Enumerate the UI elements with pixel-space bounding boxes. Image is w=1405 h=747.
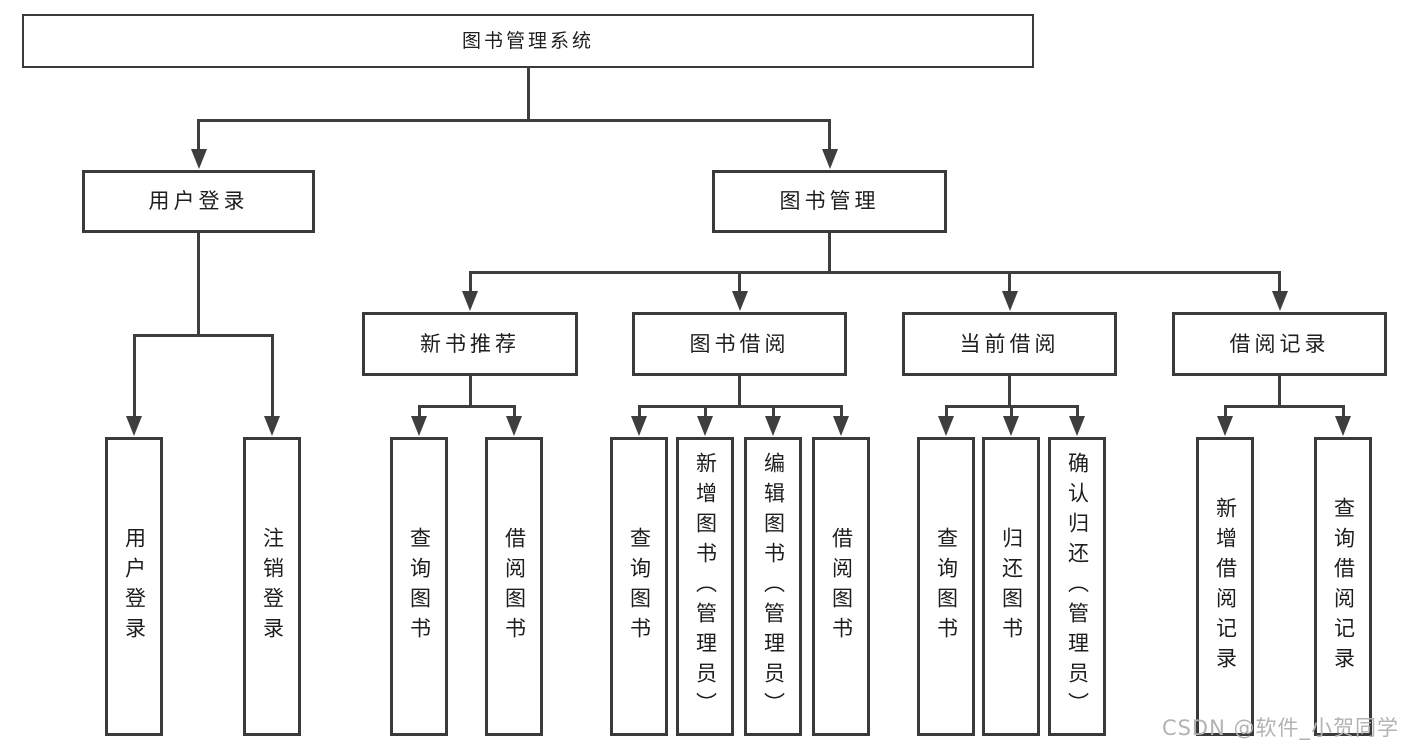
node-label-user-login: 用户登录 [148, 189, 249, 213]
node-label-leaf-query-borrow-rec: 查询借阅记录 [1331, 496, 1356, 677]
node-label-leaf-add-book: 新增图书（管理员） [693, 451, 718, 722]
connector-line-vertical [839, 406, 843, 421]
arrow-down-icon [264, 416, 280, 436]
arrow-down-icon [1003, 416, 1019, 436]
arrow-down-icon [506, 416, 522, 436]
node-new-book-rec: 新书推荐 [362, 312, 578, 376]
connector-line-vertical [1341, 406, 1345, 421]
watermark: CSDN @软件_小贺同学 [1161, 716, 1399, 740]
node-label-leaf-query-book-3: 查询图书 [934, 526, 959, 647]
node-leaf-add-borrow-rec: 新增借阅记录 [1196, 437, 1254, 736]
connector-line-vertical [1009, 406, 1013, 421]
arrow-down-icon [462, 291, 478, 311]
node-book-mgmt: 图书管理 [712, 170, 947, 233]
node-book-borrow: 图书借阅 [632, 312, 847, 376]
node-label-leaf-user-login: 用户登录 [122, 526, 147, 647]
connector-line-vertical [1008, 272, 1011, 296]
connector-line-vertical [1278, 272, 1281, 296]
node-leaf-query-book-1: 查询图书 [390, 437, 448, 736]
node-leaf-return-book: 归还图书 [982, 437, 1040, 736]
connector-line-vertical [468, 272, 472, 296]
arrow-down-icon [126, 416, 142, 436]
node-label-leaf-confirm-return: 确认归还（管理员） [1065, 451, 1090, 722]
connector-line-vertical [512, 406, 516, 421]
node-leaf-edit-book: 编辑图书（管理员） [744, 437, 802, 736]
node-label-book-borrow: 图书借阅 [689, 331, 790, 356]
connector-line-horizontal [417, 404, 516, 408]
node-label-book-mgmt: 图书管理 [779, 189, 880, 213]
node-label-leaf-return-book: 归还图书 [999, 526, 1024, 647]
connector-line-vertical [703, 406, 707, 421]
connector-line-vertical [1223, 406, 1227, 421]
arrow-down-icon [190, 149, 207, 169]
connector-line-vertical [944, 406, 948, 421]
connector-line-vertical [417, 406, 421, 421]
arrow-down-icon [1271, 291, 1288, 311]
connector-line-horizontal [1223, 404, 1345, 408]
node-leaf-borrow-book-1: 借阅图书 [485, 437, 543, 736]
connector-line-vertical [132, 335, 136, 421]
connector-line-vertical [197, 233, 200, 335]
arrow-down-icon [1069, 416, 1085, 436]
arrow-down-icon [731, 291, 748, 311]
node-label-current-borrow: 当前借阅 [959, 331, 1060, 356]
arrow-down-icon [697, 416, 713, 436]
connector-line-vertical [468, 376, 472, 406]
connector-line-horizontal [197, 118, 831, 122]
arrow-down-icon [765, 416, 781, 436]
node-label-leaf-query-book-2: 查询图书 [627, 526, 652, 647]
arrow-down-icon [411, 416, 427, 436]
connector-line-vertical [1075, 406, 1079, 421]
node-leaf-add-book: 新增图书（管理员） [676, 437, 734, 736]
arrow-down-icon [821, 149, 838, 169]
connector-line-vertical [197, 120, 200, 154]
connector-line-vertical [637, 406, 641, 421]
node-label-leaf-logout: 注销登录 [260, 526, 285, 647]
node-current-borrow: 当前借阅 [902, 312, 1117, 376]
connector-line-vertical [738, 376, 741, 406]
node-root: 图书管理系统 [22, 14, 1034, 68]
connector-line-vertical [1008, 376, 1011, 406]
arrow-down-icon [631, 416, 647, 436]
connector-line-vertical [738, 272, 741, 296]
node-leaf-borrow-book-2: 借阅图书 [812, 437, 870, 736]
node-label-leaf-add-borrow-rec: 新增借阅记录 [1213, 496, 1238, 677]
connector-line-vertical [771, 406, 775, 421]
node-leaf-logout: 注销登录 [243, 437, 301, 736]
node-leaf-confirm-return: 确认归还（管理员） [1048, 437, 1106, 736]
node-label-borrow-records: 借阅记录 [1229, 331, 1330, 356]
node-borrow-records: 借阅记录 [1172, 312, 1387, 376]
connector-line-vertical [828, 120, 831, 154]
connector-line-horizontal [637, 404, 843, 408]
node-leaf-query-book-2: 查询图书 [610, 437, 668, 736]
node-leaf-query-borrow-rec: 查询借阅记录 [1314, 437, 1372, 736]
node-label-leaf-borrow-book-1: 借阅图书 [502, 526, 527, 647]
connector-line-vertical [1278, 376, 1281, 406]
connector-line-vertical [526, 68, 530, 120]
node-label-leaf-borrow-book-2: 借阅图书 [829, 526, 854, 647]
node-label-leaf-query-book-1: 查询图书 [407, 526, 432, 647]
connector-line-horizontal [132, 333, 274, 337]
node-label-leaf-edit-book: 编辑图书（管理员） [761, 451, 786, 722]
node-leaf-user-login: 用户登录 [105, 437, 163, 736]
node-label-new-book-rec: 新书推荐 [420, 331, 520, 356]
arrow-down-icon [1001, 291, 1018, 311]
node-user-login: 用户登录 [82, 170, 315, 233]
arrow-down-icon [833, 416, 849, 436]
connector-line-vertical [270, 335, 274, 421]
node-leaf-query-book-3: 查询图书 [917, 437, 975, 736]
node-label-root: 图书管理系统 [461, 29, 594, 52]
arrow-down-icon [1335, 416, 1351, 436]
arrow-down-icon [1217, 416, 1233, 436]
connector-line-horizontal [468, 270, 1281, 274]
arrow-down-icon [938, 416, 954, 436]
connector-line-vertical [828, 233, 831, 272]
